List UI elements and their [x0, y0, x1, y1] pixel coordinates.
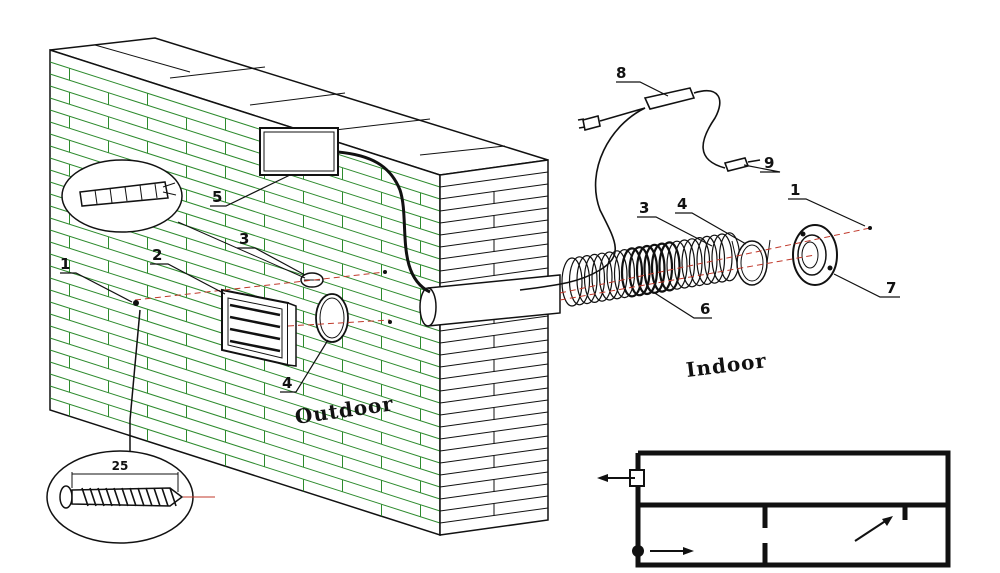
- wall-side-bricks: [439, 171, 549, 524]
- control-box: [259, 127, 431, 294]
- callout-3-left: 3: [239, 230, 249, 248]
- flexible-hose: [561, 232, 741, 307]
- indoor-label: Indoor: [685, 348, 768, 382]
- callout-4-left: 4: [282, 374, 292, 392]
- power-cord: [519, 87, 761, 291]
- callout-8: 8: [616, 64, 626, 82]
- callout-4-right: 4: [677, 195, 687, 213]
- wall-plug-detail-inset: [61, 159, 306, 279]
- wall-plug-outdoor: [300, 272, 324, 288]
- callout-5: 5: [212, 188, 222, 206]
- callout-9: 9: [764, 154, 774, 172]
- callout-1-left: 1: [60, 255, 70, 273]
- screw-length-label: 25: [112, 459, 129, 473]
- floor-plan-schematic: [597, 450, 951, 568]
- callout-1-right: 1: [790, 181, 800, 199]
- brick-wall: [49, 37, 549, 537]
- screw-detail-inset: [46, 309, 215, 544]
- wall-top-bricks: [94, 44, 506, 156]
- outdoor-louvre-grille: [221, 288, 297, 367]
- wall-front-bricks: [49, 61, 441, 524]
- hose-clamp-outdoor: [315, 293, 349, 343]
- callout-3-right: 3: [639, 199, 649, 217]
- indoor-vent-flange: [792, 224, 838, 286]
- callout-leaders: [60, 81, 900, 393]
- wall-duct: [419, 274, 561, 327]
- callout-7: 7: [886, 279, 896, 297]
- hose-clamp-indoor: [731, 239, 771, 286]
- callout-2: 2: [152, 246, 162, 264]
- callout-6: 6: [700, 300, 710, 318]
